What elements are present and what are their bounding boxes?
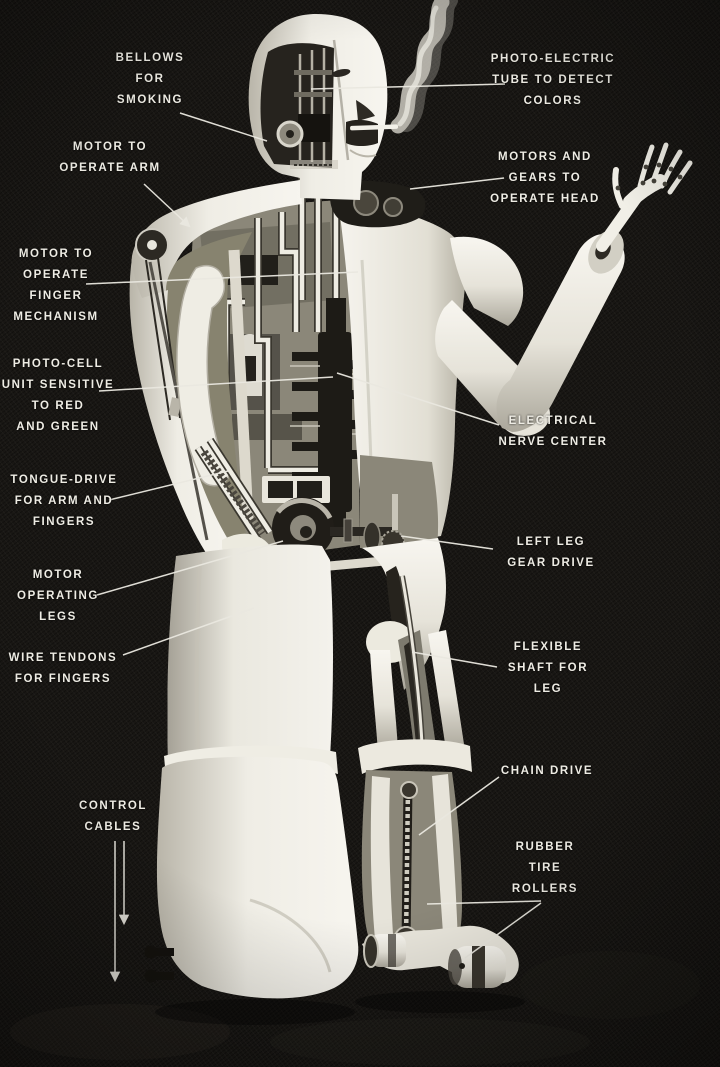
leader-motor-arm (143, 183, 191, 228)
right-boot-cuff (358, 739, 472, 774)
leader-lines (85, 83, 542, 983)
tongue-drive-assembly (194, 437, 274, 543)
leader-chain-drive (418, 776, 500, 836)
leader-motor-finger (85, 271, 359, 285)
leader-motors-head (409, 177, 505, 190)
leader-rollers-2 (464, 902, 542, 959)
leader-left-leg-gear (400, 535, 494, 550)
label-tongue-drive: TONGUE-DRIVE FOR ARM AND FINGERS (10, 474, 118, 528)
hand-joints (615, 162, 683, 191)
leader-wire-tendons (122, 607, 255, 656)
right-leg (358, 538, 519, 988)
leader-photo-cell (98, 376, 334, 392)
forearm (496, 233, 625, 432)
label-electrical-nerve-center: ELECTRICAL NERVE CENTER (498, 415, 608, 448)
cigarette (350, 124, 399, 131)
left-shoulder-and-arm (129, 180, 302, 565)
cigarette-smoke (390, 0, 458, 134)
label-rubber-tire-rollers: RUBBER TIRE ROLLERS (511, 841, 579, 895)
label-control-cables: CONTROL CABLES (78, 800, 148, 833)
label-flexible-shaft-leg: FLEXIBLE SHAFT FOR LEG (507, 641, 589, 695)
label-motor-finger-mechanism: MOTOR TO OPERATE FINGER MECHANISM (13, 248, 99, 323)
rubber-tire-rollers (363, 934, 506, 988)
eye (331, 68, 351, 78)
head (248, 14, 399, 200)
label-motor-operating-legs: MOTOR OPERATING LEGS (17, 569, 99, 623)
leader-bellows (179, 112, 268, 142)
left-leg (144, 544, 359, 999)
leader-flexible-shaft (411, 651, 498, 668)
face (331, 39, 399, 161)
label-chain-drive: CHAIN DRIVE (500, 765, 594, 777)
nose (356, 100, 375, 121)
leader-tongue-drive (108, 470, 229, 501)
label-bellows-for-smoking: BELLOWS FOR SMOKING (115, 52, 185, 106)
label-photo-cell-unit: PHOTO-CELL UNIT SENSITIVE TO RED AND GRE… (1, 358, 115, 433)
leader-motor-legs (96, 540, 284, 596)
left-boot (156, 756, 359, 999)
leader-rollers-1 (426, 900, 542, 905)
label-motor-to-operate-arm: MOTOR TO OPERATE ARM (59, 141, 161, 174)
leader-photo-electric (310, 83, 506, 90)
raised-hand (596, 142, 693, 252)
label-motors-gears-head: MOTORS AND GEARS TO OPERATE HEAD (490, 151, 600, 205)
mouth (346, 119, 378, 146)
leader-nerve-center (336, 372, 500, 426)
cable-pegs (144, 945, 174, 983)
raised-arm (435, 142, 693, 436)
label-wire-tendons-fingers: WIRE TENDONS FOR FINGERS (8, 652, 118, 685)
flexible-shaft (400, 575, 424, 749)
label-left-leg-gear-drive: LEFT LEG GEAR DRIVE (507, 536, 595, 569)
ground-shading (10, 951, 700, 1066)
label-photo-electric-tube: PHOTO-ELECTRIC TUBE TO DETECT COLORS (490, 53, 616, 107)
